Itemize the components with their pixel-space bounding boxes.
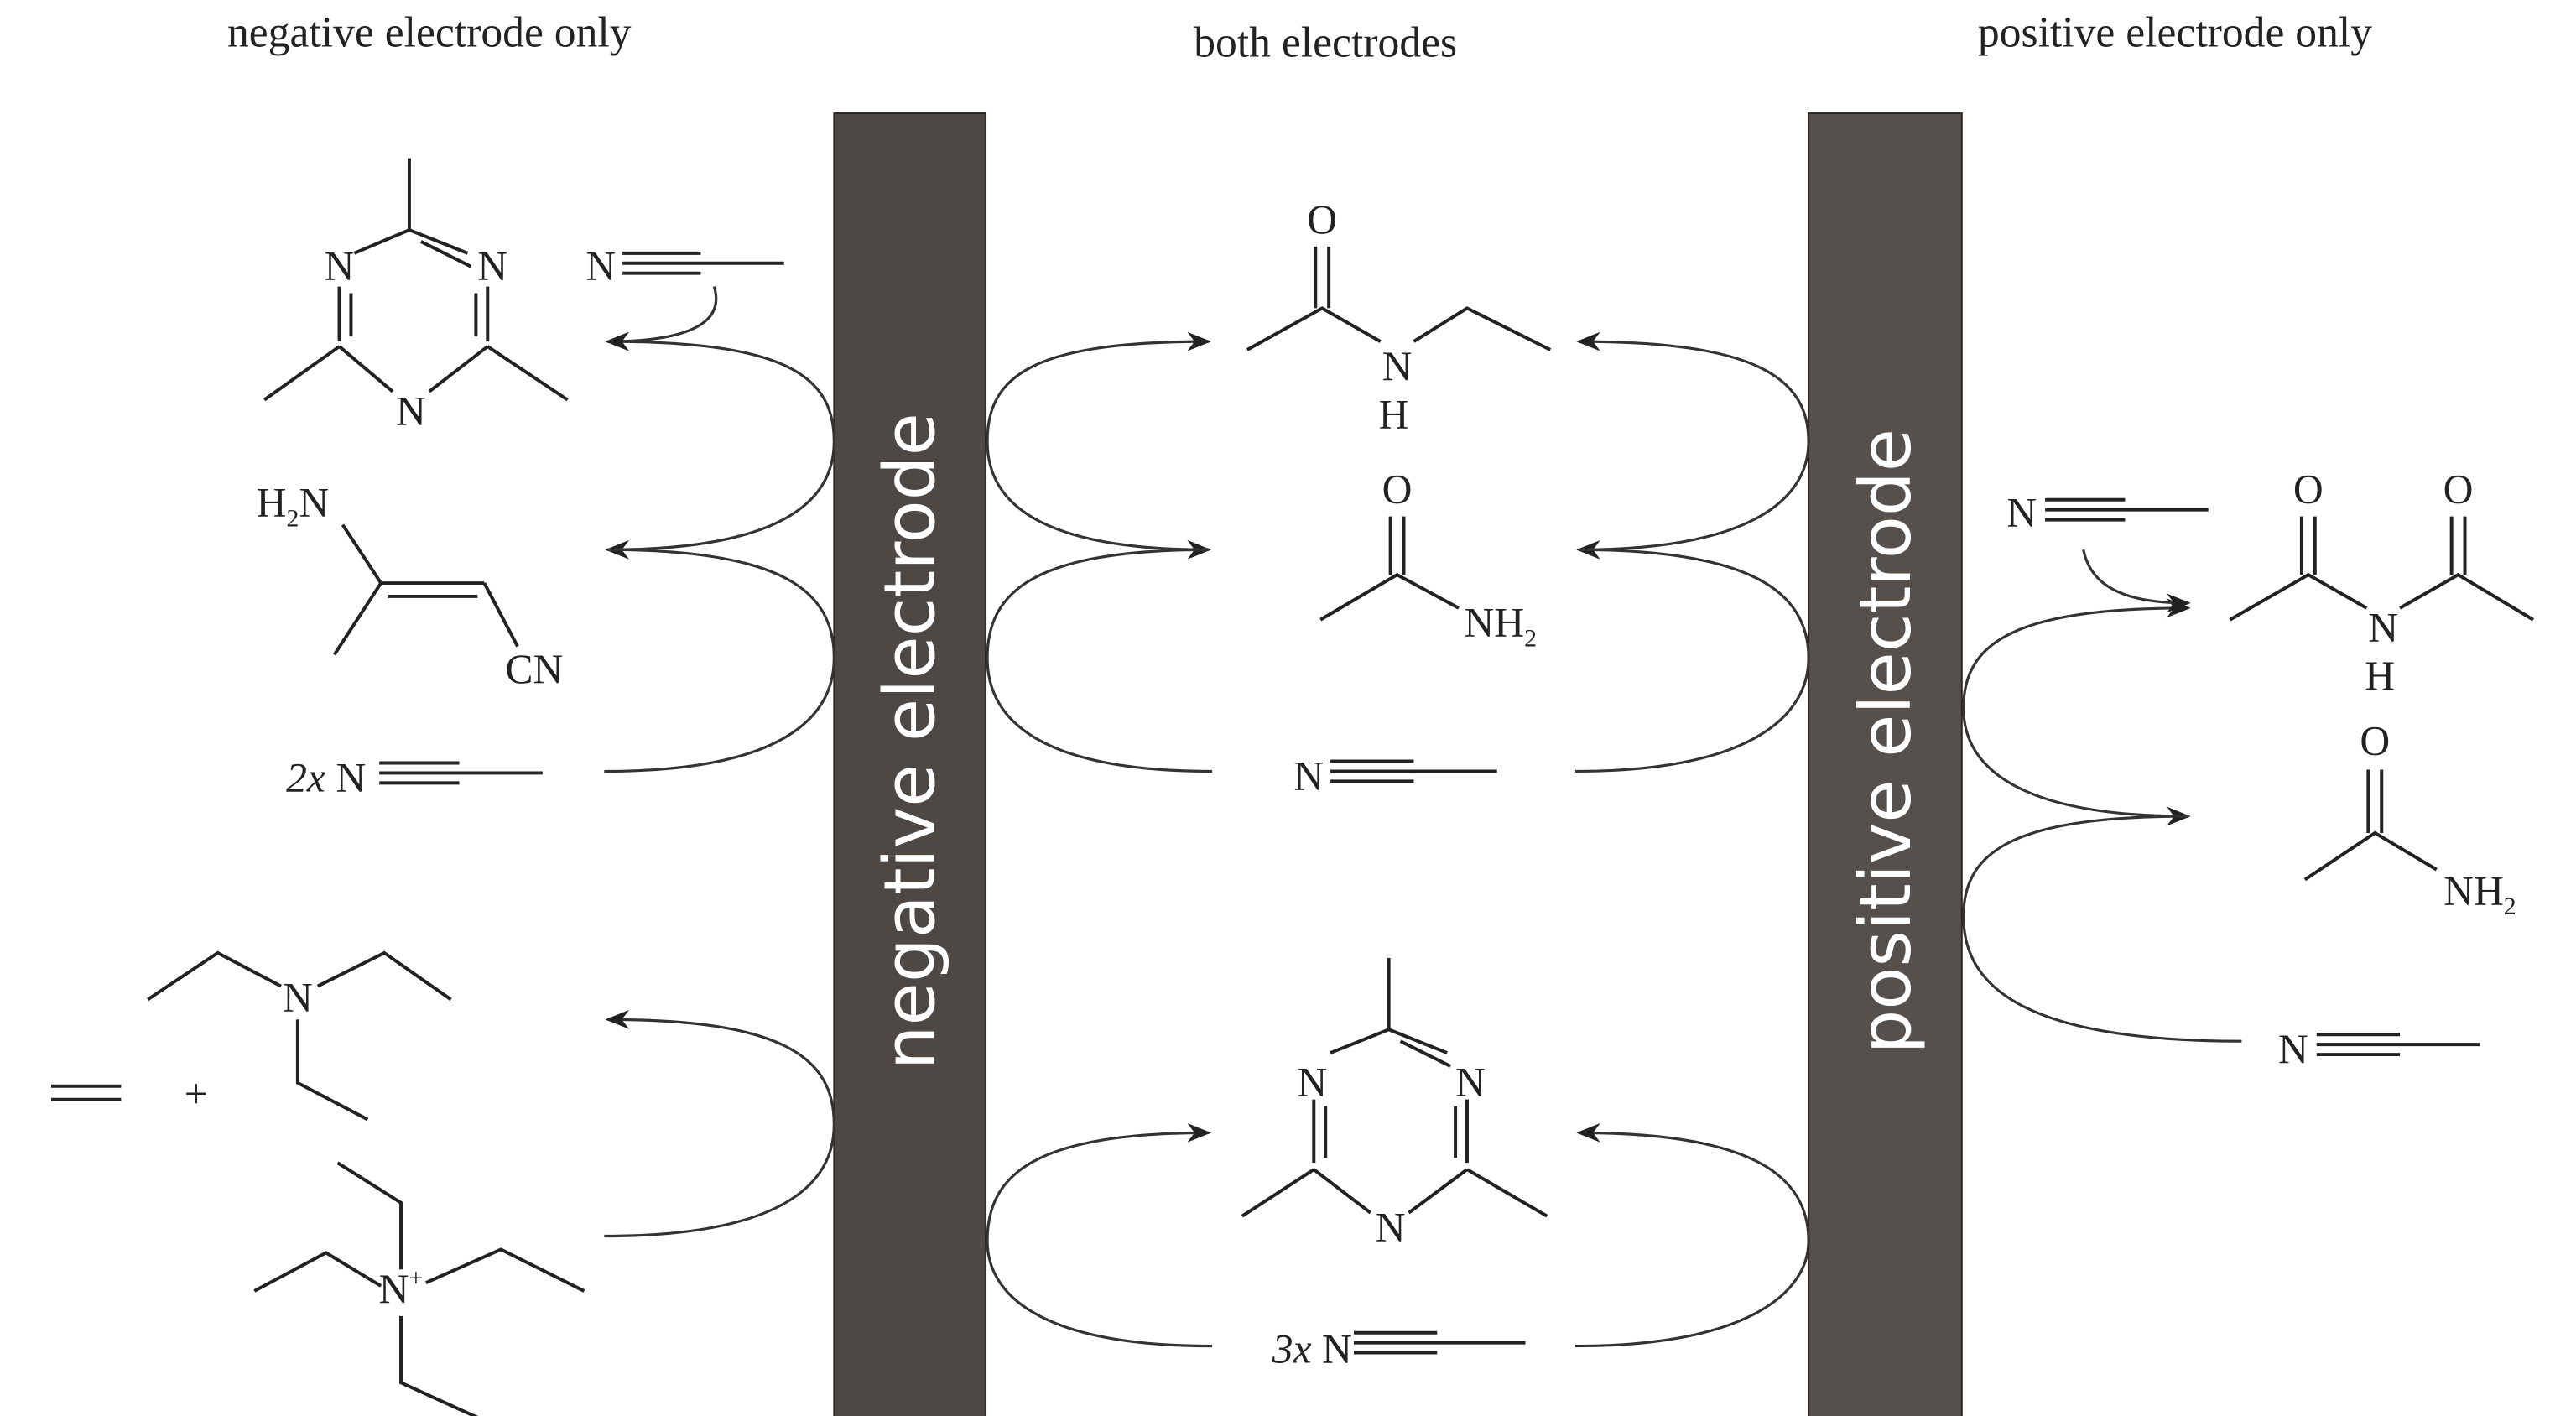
trimethyl-triazine-left: N N N: [263, 158, 569, 434]
triethylamine: N: [147, 950, 452, 1122]
header-positive-only: positive electrode only: [1978, 9, 2372, 57]
svg-text:O: O: [2443, 466, 2474, 513]
acetonitrile-right-bottom: N: [2278, 1026, 2480, 1072]
svg-text:O: O: [2360, 718, 2390, 764]
svg-text:N: N: [1455, 1059, 1486, 1106]
svg-text:H: H: [1379, 391, 1409, 437]
svg-text:N: N: [2368, 605, 2398, 651]
aminocrotononitrile: H2N CN: [257, 480, 564, 693]
svg-text:3x N: 3x N: [1272, 1325, 1352, 1372]
svg-text:N: N: [396, 388, 426, 434]
acetamide-right: O NH2: [2303, 718, 2516, 920]
svg-text:2x N: 2x N: [286, 754, 366, 800]
trimethyl-triazine-middle: N N N: [1241, 957, 1548, 1250]
diacetamide: O O N H: [2229, 466, 2534, 699]
svg-text:N: N: [1293, 752, 1324, 799]
svg-text:N: N: [1382, 343, 1413, 389]
acetonitrile-left-top: N: [585, 243, 784, 289]
svg-text:NH2: NH2: [2443, 867, 2516, 920]
acetamide-middle: O NH2: [1319, 466, 1537, 653]
svg-text:N: N: [2278, 1026, 2308, 1072]
svg-text:N: N: [325, 243, 355, 289]
acetonitrile-middle: N: [1293, 752, 1497, 799]
svg-text:N: N: [1376, 1204, 1406, 1250]
svg-text:O: O: [2293, 466, 2324, 513]
ethylene: [50, 1084, 122, 1101]
svg-text:N: N: [585, 243, 616, 289]
svg-text:N: N: [2006, 490, 2037, 536]
svg-text:O: O: [1307, 196, 1337, 242]
svg-text:NH2: NH2: [1464, 600, 1537, 653]
svg-text:N: N: [477, 243, 507, 289]
acetonitrile-3x-middle: 3x N: [1272, 1325, 1526, 1372]
svg-text:H: H: [2365, 653, 2395, 699]
header-negative-only: negative electrode only: [227, 9, 632, 57]
reaction-arrows: [604, 286, 2242, 1348]
svg-text:O: O: [1382, 466, 1413, 513]
negative-electrode-label: negative electrode: [870, 413, 951, 1070]
plus-sign: +: [185, 1071, 208, 1117]
svg-text:N+: N+: [379, 1264, 424, 1312]
acetonitrile-right-top: N: [2006, 490, 2209, 536]
svg-text:N: N: [1297, 1059, 1327, 1106]
positive-electrode-bar: [1808, 112, 1963, 1416]
svg-text:CN: CN: [505, 646, 563, 692]
positive-electrode-label: positive electrode: [1845, 429, 1927, 1054]
n-ethylacetamide: O N H: [1246, 196, 1552, 437]
header-both: both electrodes: [1194, 19, 1457, 67]
svg-text:N: N: [283, 974, 313, 1020]
svg-text:H2N: H2N: [257, 480, 330, 533]
negative-electrode-bar: [833, 112, 987, 1416]
acetonitrile-2x-left: 2x N: [286, 754, 543, 800]
tetraethylammonium: N+: [253, 1161, 585, 1416]
